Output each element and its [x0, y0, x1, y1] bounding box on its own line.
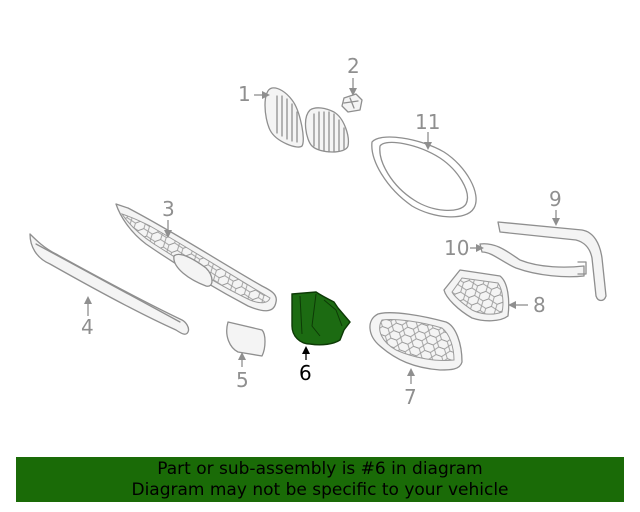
part-5-panel	[226, 321, 266, 357]
svg-text:5: 5	[236, 368, 249, 392]
callout-3: 3	[162, 197, 175, 238]
svg-text:3: 3	[162, 197, 175, 221]
callout-1: 1	[238, 82, 270, 106]
svg-text:6: 6	[299, 361, 312, 385]
svg-text:4: 4	[81, 315, 94, 339]
callout-11: 11	[415, 110, 440, 150]
svg-text:1: 1	[238, 82, 251, 106]
part-1-kidney-grille	[264, 87, 350, 153]
part-3-center-grille	[115, 203, 277, 312]
part-9-trim-strip	[497, 221, 607, 302]
svg-text:8: 8	[533, 293, 546, 317]
callout-10: 10	[444, 236, 484, 260]
svg-text:9: 9	[549, 187, 562, 211]
part-11-frame	[371, 136, 477, 218]
part-10-bracket	[479, 243, 587, 278]
svg-text:10: 10	[444, 236, 469, 260]
part-6-air-duct	[291, 291, 351, 346]
callout-2: 2	[347, 54, 360, 96]
svg-text:11: 11	[415, 110, 440, 134]
callout-5: 5	[236, 352, 249, 392]
callout-9: 9	[549, 187, 562, 226]
part-7-fog-grille	[369, 312, 463, 371]
svg-text:7: 7	[404, 385, 417, 409]
callout-4: 4	[81, 296, 94, 339]
banner-line-1: Part or sub-assembly is #6 in diagram	[157, 458, 483, 479]
svg-text:2: 2	[347, 54, 360, 78]
callout-8: 8	[508, 293, 546, 317]
part-8-side-grille	[443, 269, 510, 322]
part-2-sensor	[341, 93, 363, 113]
banner-line-2: Diagram may not be specific to your vehi…	[131, 479, 509, 500]
info-banner: Part or sub-assembly is #6 in diagram Di…	[16, 457, 624, 502]
part-4-lower-strip	[29, 233, 190, 335]
callout-7: 7	[404, 368, 417, 409]
callout-6: 6	[299, 346, 312, 385]
